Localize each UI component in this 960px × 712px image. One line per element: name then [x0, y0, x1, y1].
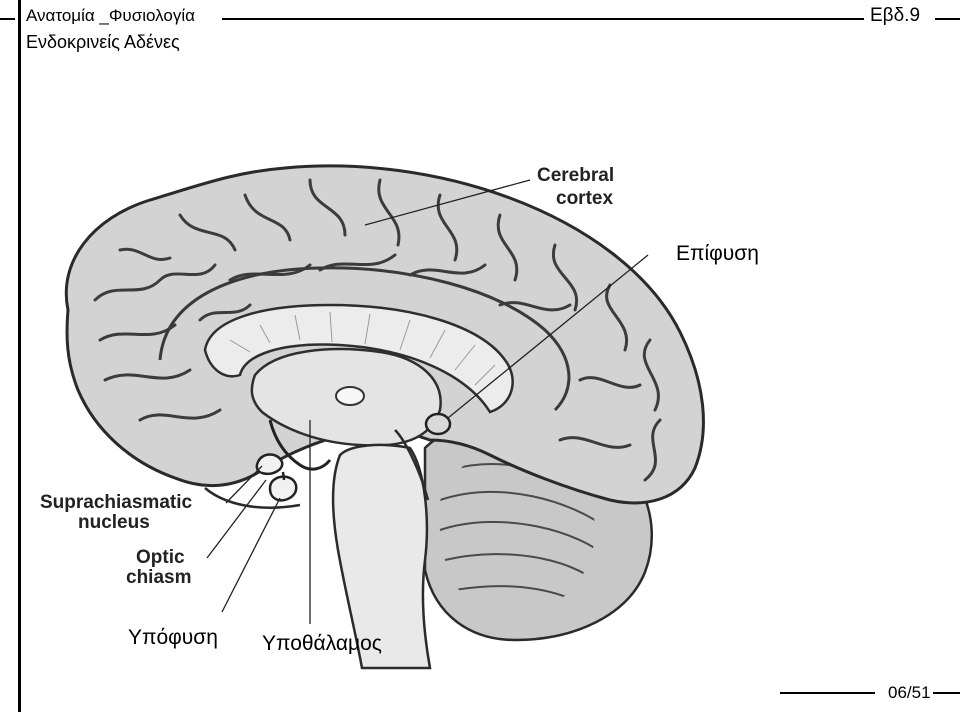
label-pituitary: Υπόφυση: [128, 626, 218, 649]
header-rule-right: [935, 18, 960, 20]
course-title: Ανατομία _Φυσιολογία: [26, 6, 195, 25]
label-pineal: Επίφυση: [676, 242, 759, 265]
label-suprachiasmatic-line2: nucleus: [78, 512, 150, 533]
label-suprachiasmatic-line1: Suprachiasmatic: [40, 492, 193, 513]
interthalamic-adhesion: [335, 386, 365, 406]
left-margin-bar: [18, 0, 21, 712]
label-optic-chiasm-line1: Optic: [136, 547, 185, 568]
brainstem: [331, 443, 432, 670]
chapter-title: Ενδοκρινείς Αδένες: [26, 32, 180, 52]
page-number: 06/51: [888, 683, 931, 702]
corpus-callosum: [203, 303, 514, 414]
label-cerebral-cortex-line2: cortex: [556, 188, 614, 209]
header-rule-left: [0, 18, 15, 20]
week-label: Εβδ.9: [870, 5, 921, 26]
label-optic-chiasm-line2: chiasm: [126, 567, 192, 588]
label-pointer-lines: [206, 179, 649, 624]
pineal-gland: [424, 412, 452, 436]
optic-chiasm: [255, 453, 284, 475]
label-hypothalamus: Υποθάλαμος: [262, 632, 382, 655]
footer-rule-right: [933, 692, 960, 694]
pituitary-gland: [268, 475, 298, 502]
header-rule-middle: [222, 18, 864, 20]
footer-rule-left: [780, 692, 875, 694]
label-cerebral-cortex-line1: Cerebral: [537, 165, 615, 186]
